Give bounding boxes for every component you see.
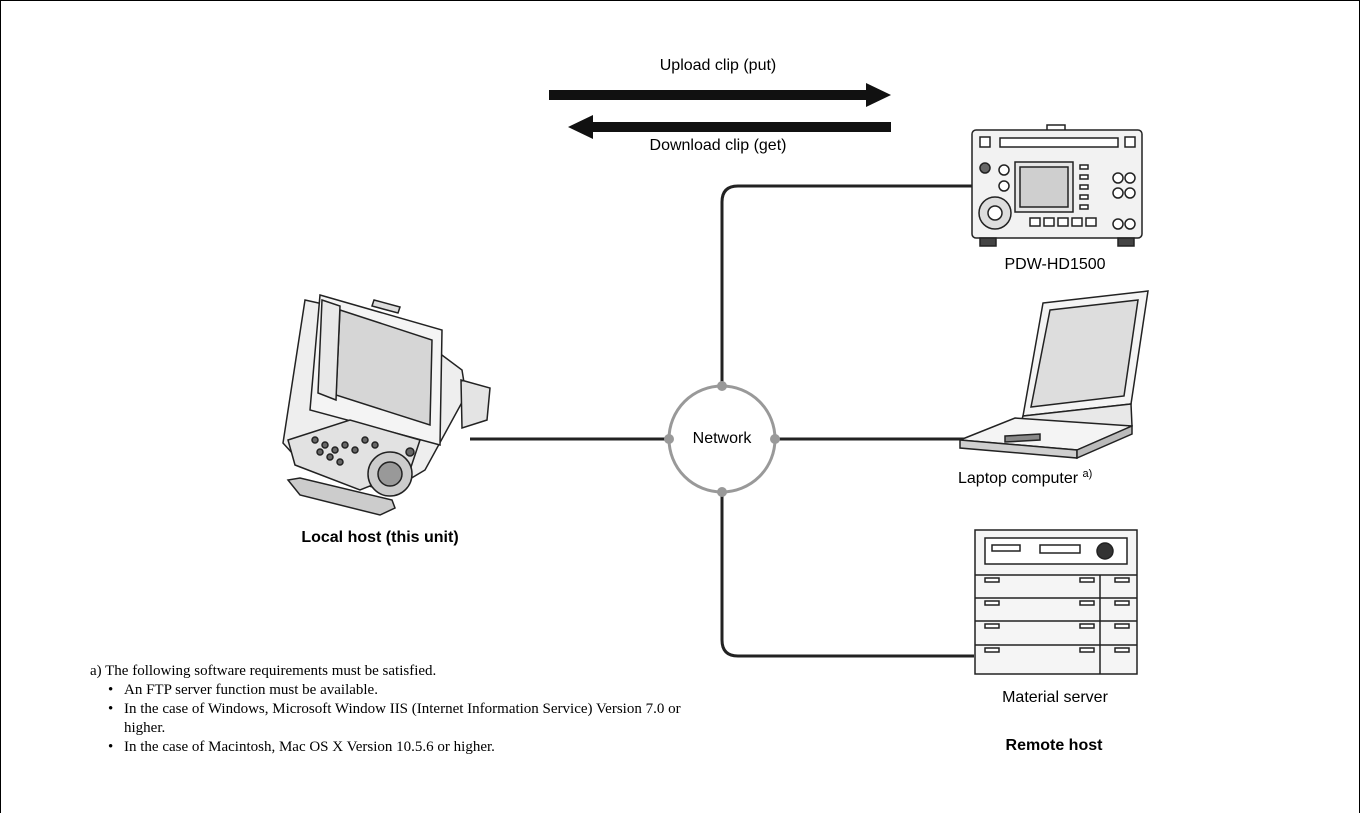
laptop-computer-label: Laptop computer [958, 470, 1079, 487]
footnote: a) The following software requirements m… [90, 662, 790, 757]
footnote-item: An FTP server function must be available… [108, 681, 790, 700]
pdw-hd1500-label: PDW-HD1500 [1004, 256, 1106, 273]
footnote-item: In the case of Macintosh, Mac OS X Versi… [108, 738, 790, 757]
footnote-intro: a) The following software requirements m… [90, 663, 437, 679]
connection-line-pdw [720, 184, 977, 385]
network-label: Network [692, 430, 752, 447]
download-clip-label: Download clip (get) [649, 137, 787, 154]
upload-clip-label: Upload clip (put) [659, 57, 777, 74]
material-server-label: Material server [1002, 689, 1108, 706]
network-hub [664, 381, 780, 497]
laptop-note-marker: a) [1082, 468, 1093, 480]
upload-arrow [549, 83, 891, 107]
laptop-computer-icon [959, 290, 1149, 460]
remote-host-label: Remote host [1005, 737, 1103, 754]
pdw-deck-icon [971, 124, 1143, 247]
laptop-computer-label-group: Laptop computer a) [958, 464, 1092, 489]
material-server-icon [974, 529, 1138, 675]
footnote-list: An FTP server function must be available… [90, 681, 790, 757]
local-host-unit-icon [282, 294, 491, 516]
local-host-label: Local host (this unit) [301, 529, 459, 546]
footnote-item: In the case of Windows, Microsoft Window… [108, 700, 684, 738]
connection-line-server [720, 493, 974, 658]
download-arrow [568, 115, 891, 139]
